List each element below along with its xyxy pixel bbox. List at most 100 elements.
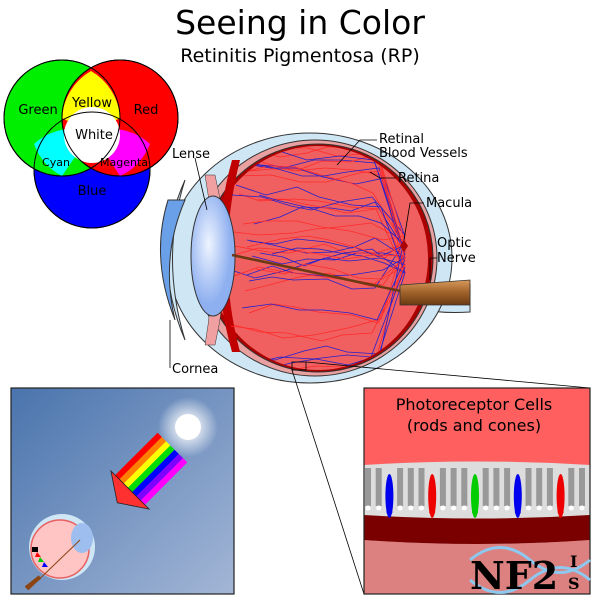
rod-cell — [375, 468, 382, 506]
blood-vessel — [258, 194, 406, 246]
blood-vessel — [229, 240, 406, 339]
blood-vessel — [244, 253, 406, 292]
photoreceptor-title-line1: Photoreceptor Cells — [396, 395, 552, 414]
rod-nucleus — [536, 505, 542, 511]
rod-cell — [461, 468, 468, 506]
rainbow-stripe — [127, 445, 175, 493]
rod-nucleus — [440, 505, 446, 511]
cone-cell — [556, 474, 565, 518]
blood-vessel — [233, 222, 406, 242]
cone-nucleus — [386, 509, 393, 515]
blood-vessel — [227, 248, 406, 279]
rod-nucleus — [568, 505, 574, 511]
rod-nucleus — [483, 505, 489, 511]
small-eye-icon — [24, 514, 95, 591]
rainbow-arrow-icon — [110, 432, 188, 510]
rainbow-stripe — [115, 432, 162, 480]
rod-nucleus — [547, 505, 553, 511]
page-subtitle: Retinitis Pigmentosa (RP) — [180, 45, 420, 67]
arrow-head — [110, 469, 151, 510]
rainbow-stripe — [123, 441, 171, 488]
logo-main: NF2 — [470, 553, 558, 598]
rod-cell — [407, 468, 414, 506]
sun-icon — [175, 414, 201, 440]
label-retinal-line1: Retinal — [379, 132, 424, 147]
cone-nucleus — [429, 509, 436, 515]
venn-label-red: Red — [134, 103, 159, 118]
cone-nucleus — [472, 509, 478, 515]
rod-nucleus — [376, 505, 382, 511]
logo-sup: I — [570, 552, 577, 571]
photoreceptor-panel — [364, 388, 590, 594]
rainbow-stripe — [119, 436, 167, 484]
blood-vessel — [251, 252, 406, 265]
blood-vessel — [238, 193, 406, 265]
venn-label-magenta: Magenta — [100, 156, 148, 169]
cone-nucleus — [514, 509, 521, 515]
rod-cell — [493, 468, 500, 506]
rod-nucleus — [461, 505, 467, 511]
blood-vessel — [255, 198, 406, 274]
label-cornea: Cornea — [172, 362, 218, 377]
label-retinal-line2: Blood Vessels — [379, 146, 468, 161]
page-title: Seeing in Color — [175, 3, 425, 42]
label-retina: Retina — [398, 171, 439, 186]
color-venn-diagram — [3, 59, 179, 229]
venn-label-green: Green — [18, 103, 57, 118]
cone-cell — [385, 474, 394, 518]
rod-cell — [579, 468, 585, 506]
rod-cell — [525, 468, 532, 506]
label-macula: Macula — [426, 196, 472, 211]
venn-label-yellow: Yellow — [71, 96, 112, 111]
venn-label-cyan: Cyan — [42, 156, 70, 169]
label-optic-line1: Optic — [437, 236, 471, 251]
rod-nucleus — [451, 505, 457, 511]
rod-cell — [504, 468, 511, 506]
rod-cell — [482, 468, 489, 506]
nf2is-logo: NF2 I S — [469, 546, 591, 598]
blood-vessel — [244, 162, 406, 255]
rod-cell — [365, 468, 371, 506]
blood-vessel — [255, 258, 406, 280]
rainbow-stripe — [132, 449, 179, 497]
blood-vessel — [233, 265, 406, 287]
blood-vessel — [233, 243, 406, 254]
rod-nucleus — [579, 505, 585, 511]
rod-cell — [439, 468, 446, 506]
rod-nucleus — [408, 505, 414, 511]
rod-nucleus — [526, 505, 531, 511]
rod-nucleus — [397, 505, 403, 511]
blood-vessel — [231, 194, 406, 236]
blood-vessel — [248, 240, 406, 290]
cone-cell — [471, 474, 479, 518]
leader-lines — [169, 139, 591, 595]
rod-nucleus — [419, 505, 424, 511]
venn-label-white: White — [75, 128, 113, 143]
blood-vessel — [236, 170, 406, 259]
cone-cell — [428, 474, 437, 518]
rod-cell — [568, 468, 575, 506]
blood-vessel — [242, 220, 406, 241]
blood-vessel — [230, 247, 406, 260]
blood-vessel — [247, 165, 406, 248]
rainbow-stripe — [140, 458, 188, 505]
rod-cell — [418, 468, 425, 506]
rod-cell — [450, 468, 457, 506]
rod-nucleus — [365, 505, 371, 511]
rod-nucleus — [493, 505, 499, 511]
logo-sub: S — [568, 574, 580, 593]
blood-vessel — [235, 184, 406, 274]
blood-vessel — [241, 259, 406, 321]
rod-cell — [546, 468, 553, 506]
blood-vessel — [246, 257, 406, 277]
blood-vessel — [248, 146, 406, 254]
blood-vessel — [248, 271, 406, 324]
photoreceptor-title-line2: (rods and cones) — [407, 416, 541, 435]
blood-vessel — [253, 201, 406, 251]
rod-cell — [397, 468, 404, 506]
rod-cell — [536, 468, 543, 506]
label-lense: Lense — [172, 147, 210, 162]
venn-label-blue: Blue — [78, 184, 107, 199]
rainbow-stripe — [136, 453, 184, 501]
